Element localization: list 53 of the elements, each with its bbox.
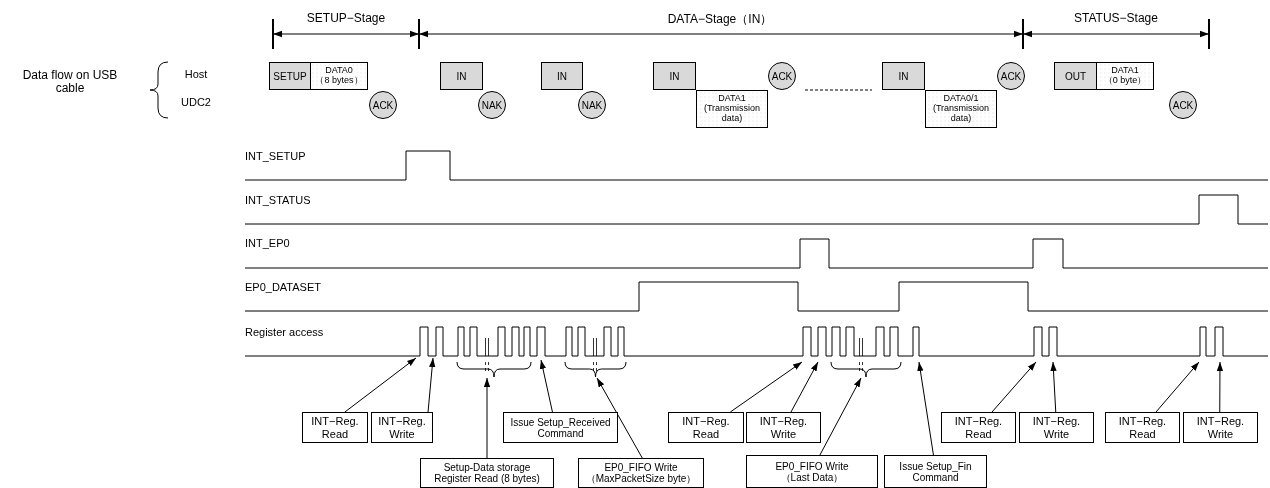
callout-box: INT−Reg. Read	[668, 412, 744, 443]
token-packet: OUT	[1054, 62, 1097, 90]
leader-arrow	[483, 377, 491, 459]
data-packet: DATA0 （8 bytes）	[311, 62, 368, 90]
callout-box: INT−Reg. Write	[1183, 412, 1258, 443]
leader-arrow	[1050, 361, 1057, 413]
token-packet: IN	[440, 62, 483, 90]
leader-arrow	[1216, 361, 1224, 413]
leader-arrow	[790, 361, 819, 413]
handshake-circle: ACK	[768, 62, 796, 90]
stage-label: DATA−Stage（IN）	[667, 11, 773, 28]
leader-arrow	[991, 361, 1037, 413]
leader-arrow	[1155, 361, 1200, 413]
data-packet: DATA1 （0 byte）	[1097, 62, 1154, 90]
handshake-circle: NAK	[578, 91, 606, 119]
callout-box: Issue Setup_Fin Command	[884, 455, 987, 488]
data-packet: DATA1 (Transmission data)	[696, 90, 768, 128]
data-packet: DATA0/1 (Transmission data)	[925, 90, 997, 128]
callout-box: INT−Reg. Write	[746, 412, 821, 443]
token-packet: SETUP	[269, 62, 311, 90]
handshake-circle: ACK	[997, 62, 1025, 90]
token-packet: IN	[653, 62, 696, 90]
leader-arrow	[427, 357, 436, 413]
row-label: Host	[184, 68, 208, 80]
leader-arrow	[917, 361, 934, 456]
row-label: UDC2	[181, 96, 211, 108]
handshake-circle: ACK	[1169, 91, 1197, 119]
stage-label: SETUP−Stage	[306, 11, 386, 25]
callout-box: INT−Reg. Write	[371, 412, 433, 443]
callout-box: Setup-Data storage Register Read (8 bytes)	[420, 458, 554, 488]
leader-arrow	[539, 359, 553, 413]
callout-box: INT−Reg. Read	[941, 412, 1016, 443]
stage-label: STATUS−Stage	[1074, 11, 1158, 25]
signal-name: INT_STATUS	[245, 194, 311, 206]
token-packet: IN	[882, 62, 925, 90]
leader-arrow	[344, 357, 417, 413]
callout-box: INT−Reg. Write	[1019, 412, 1094, 443]
callout-box: INT−Reg. Read	[302, 412, 368, 443]
handshake-circle: NAK	[478, 91, 506, 119]
signal-name: INT_EP0	[245, 237, 290, 249]
leader-arrow	[729, 361, 803, 413]
signal-name: Register access	[245, 326, 324, 338]
callout-box: EP0_FIFO Write （Last Data）	[746, 455, 878, 488]
leader-arrow	[819, 377, 862, 456]
signal-name: INT_SETUP	[245, 150, 306, 162]
signal-name: EP0_DATASET	[245, 281, 321, 293]
handshake-circle: ACK	[369, 91, 397, 119]
token-packet: IN	[541, 62, 583, 90]
leader-arrow	[596, 377, 643, 459]
callout-box: INT−Reg. Read	[1105, 412, 1180, 443]
callout-box: EP0_FIFO Write （MaxPacketSize byte）	[578, 458, 704, 488]
callout-box: Issue Setup_Received Command	[503, 412, 618, 443]
row-label: Data flow on USB cable	[21, 69, 119, 95]
